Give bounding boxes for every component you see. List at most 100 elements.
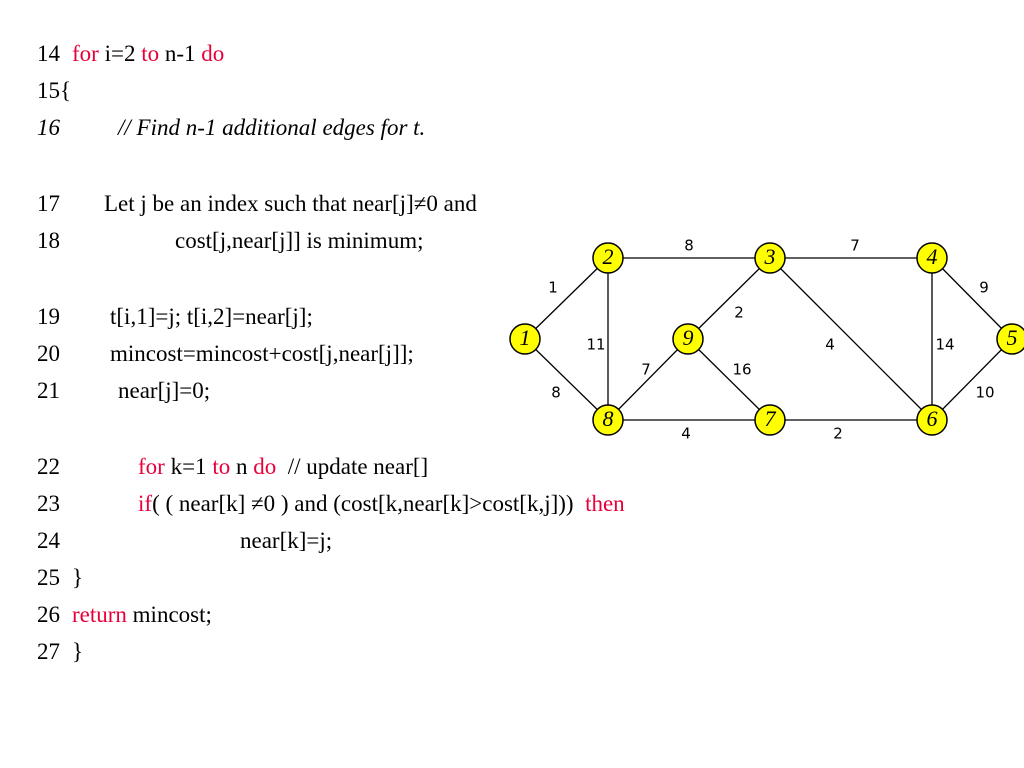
code-fragment: n-1 — [159, 41, 202, 66]
code-fragment: t[i,1]=j; t[i,2]=near[j]; — [110, 304, 313, 329]
code-text: near[j]=0; — [118, 377, 210, 405]
line-number: 14 — [37, 41, 60, 66]
edge-weight-label: 16 — [732, 361, 751, 379]
node-circle — [592, 404, 624, 436]
code-fragment: cost[j,near[j]] is minimum; — [175, 228, 424, 253]
node-circle — [754, 404, 786, 436]
keyword: to — [212, 454, 231, 479]
graph-node-7: 7 — [754, 404, 786, 436]
line-number: 24 — [37, 528, 60, 553]
edge-weight-label: 4 — [825, 336, 835, 354]
code-text: } — [72, 564, 83, 592]
code-fragment: near[j]=0; — [118, 378, 211, 403]
node-circle — [672, 323, 704, 355]
graph-edge-1-8 — [524, 338, 609, 421]
line-number: 19 — [37, 304, 60, 329]
code-text: for k=1 to n do // update near[] — [138, 453, 428, 481]
graph-edge-1-2 — [524, 257, 609, 340]
node-label: 8 — [603, 406, 614, 431]
code-text: } — [72, 638, 83, 666]
code-fragment: } — [72, 639, 84, 664]
edge-weight-label: 14 — [935, 336, 954, 354]
graph-edge-9-7 — [687, 338, 771, 421]
graph-node-4: 4 — [916, 242, 948, 274]
keyword: do — [253, 454, 277, 479]
keyword: return — [72, 602, 127, 627]
code-text: // Find n-1 additional edges for t. — [118, 114, 425, 142]
node-label: 4 — [927, 244, 938, 269]
edge-weight-label: 4 — [681, 425, 691, 443]
node-label: 7 — [765, 406, 777, 431]
graph-node-2: 2 — [592, 242, 624, 274]
edge-weight-label: 10 — [975, 384, 994, 402]
line-number: 27 — [37, 639, 60, 664]
node-circle — [916, 404, 948, 436]
node-circle — [509, 323, 541, 355]
code-fragment: // Find n-1 additional edges for t. — [118, 115, 426, 140]
graph-edge-3-6 — [769, 257, 933, 421]
code-text: return mincost; — [72, 601, 212, 629]
code-fragment: k=1 — [164, 454, 213, 479]
node-circle — [592, 242, 624, 274]
code-fragment: n — [230, 454, 254, 479]
edge-weight-label: 9 — [979, 279, 989, 297]
node-circle — [754, 242, 786, 274]
code-text: cost[j,near[j]] is minimum; — [175, 227, 423, 255]
line-number: 20 — [37, 341, 60, 366]
code-fragment: ( ( near[k] ≠0 ) and (cost[k,near[k]>cos… — [152, 491, 586, 516]
code-fragment: // update near[] — [276, 454, 429, 479]
code-fragment: near[k]=j; — [240, 528, 333, 553]
keyword: for — [72, 41, 99, 66]
line-number: 26 — [37, 602, 60, 627]
graph-edge-9-8 — [607, 338, 689, 421]
line-number: 17 — [37, 191, 60, 216]
keyword: then — [585, 491, 625, 516]
code-fragment: i=2 — [98, 41, 142, 66]
edge-weight-label: 7 — [641, 361, 651, 379]
code-text: near[k]=j; — [240, 527, 332, 555]
graph-node-9: 9 — [672, 323, 704, 355]
edge-weight-label: 8 — [684, 237, 694, 255]
graph-node-6: 6 — [916, 404, 948, 436]
node-label: 5 — [1007, 325, 1018, 350]
keyword: if — [138, 491, 153, 516]
code-fragment: } — [72, 565, 84, 590]
node-label: 1 — [520, 325, 531, 350]
code-fragment: Let j be an index such that near[j]≠0 an… — [104, 191, 477, 216]
node-label: 9 — [683, 325, 694, 350]
graph-edge-4-5 — [931, 257, 1013, 340]
node-label: 2 — [603, 244, 614, 269]
code-fragment: mincost=mincost+cost[j,near[j]]; — [110, 341, 414, 366]
graph-node-3: 3 — [754, 242, 786, 274]
edge-weight-label: 1 — [548, 279, 558, 297]
line-number: 21 — [37, 378, 60, 403]
line-number: 18 — [37, 228, 60, 253]
keyword: to — [141, 41, 160, 66]
graph-node-1: 1 — [509, 323, 541, 355]
edge-weight-label: 11 — [586, 336, 605, 354]
line-number: 22 — [37, 454, 60, 479]
edge-weight-label: 2 — [734, 304, 744, 322]
graph-edge-3-9 — [687, 257, 771, 340]
graph-node-5: 5 — [996, 323, 1024, 355]
node-circle — [916, 242, 948, 274]
code-fragment: mincost; — [126, 602, 212, 627]
edge-weight-label: 2 — [833, 425, 843, 443]
line-number: 16 — [37, 115, 60, 140]
graph-edge-5-6 — [931, 338, 1013, 421]
node-circle — [996, 323, 1024, 355]
keyword: for — [138, 454, 165, 479]
edge-weight-label: 7 — [850, 237, 860, 255]
keyword: do — [201, 41, 225, 66]
node-label: 6 — [927, 406, 938, 431]
line-number: 23 — [37, 491, 60, 516]
graph-node-8: 8 — [592, 404, 624, 436]
code-text: for i=2 to n-1 do — [72, 40, 224, 68]
node-label: 3 — [764, 244, 776, 269]
edge-weight-label: 8 — [551, 384, 561, 402]
code-text: if( ( near[k] ≠0 ) and (cost[k,near[k]>c… — [138, 490, 625, 518]
line-number: 15{ — [37, 78, 72, 103]
code-text: Let j be an index such that near[j]≠0 an… — [104, 190, 477, 218]
